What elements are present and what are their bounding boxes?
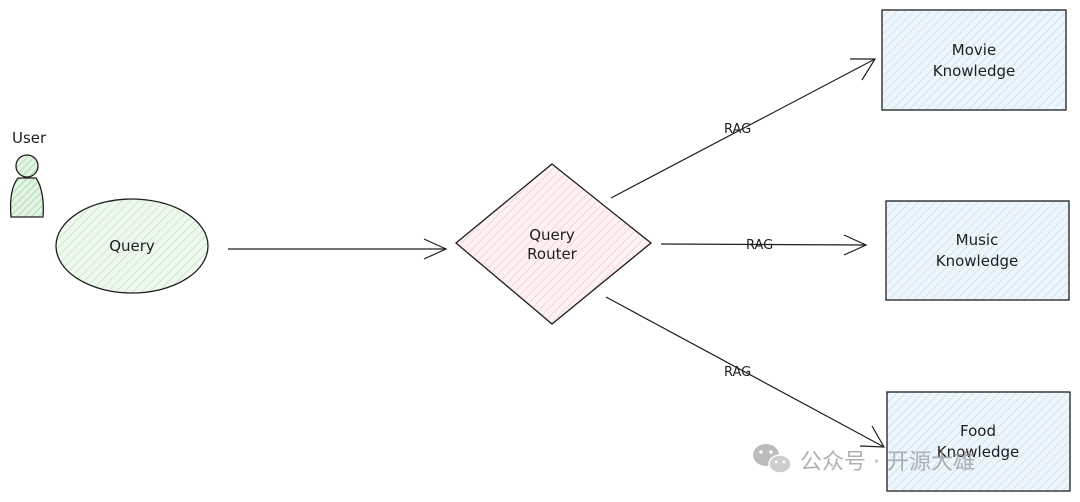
rag-label-movie: RAG: [724, 122, 751, 137]
query-label: Query: [109, 237, 155, 255]
query-to-router-arrow: [228, 238, 448, 260]
router-to-movie-arrow: [610, 58, 877, 199]
wechat-icon: [753, 444, 792, 474]
food-label-line1: Food: [960, 422, 996, 440]
query-node: Query: [55, 198, 209, 294]
rag-label-food: RAG: [724, 365, 751, 380]
music-knowledge-node: Music Knowledge: [885, 200, 1070, 301]
rag-label-music: RAG: [746, 238, 773, 253]
movie-knowledge-node: Movie Knowledge: [881, 9, 1067, 111]
router-label-line2: Router: [527, 245, 578, 263]
user-body-icon: [9, 177, 44, 218]
router-to-music-arrow: [660, 234, 868, 256]
movie-label-line1: Movie: [952, 41, 996, 59]
router-node: Query Router: [454, 163, 653, 325]
food-label-line2: Knowledge: [937, 443, 1019, 461]
food-knowledge-node: Food Knowledge: [886, 391, 1071, 492]
watermark-text: 公众号 · 开源大雄: [800, 450, 975, 475]
watermark: 公众号 · 开源大雄: [753, 444, 975, 475]
user-head-icon: [15, 154, 39, 178]
user-actor: User: [9, 129, 47, 218]
music-label-line2: Knowledge: [936, 252, 1018, 270]
router-to-food-arrow: [605, 296, 886, 448]
music-label-line1: Music: [956, 231, 999, 249]
user-label: User: [12, 129, 47, 147]
router-label-line1: Query: [529, 226, 575, 244]
movie-label-line2: Knowledge: [933, 62, 1015, 80]
